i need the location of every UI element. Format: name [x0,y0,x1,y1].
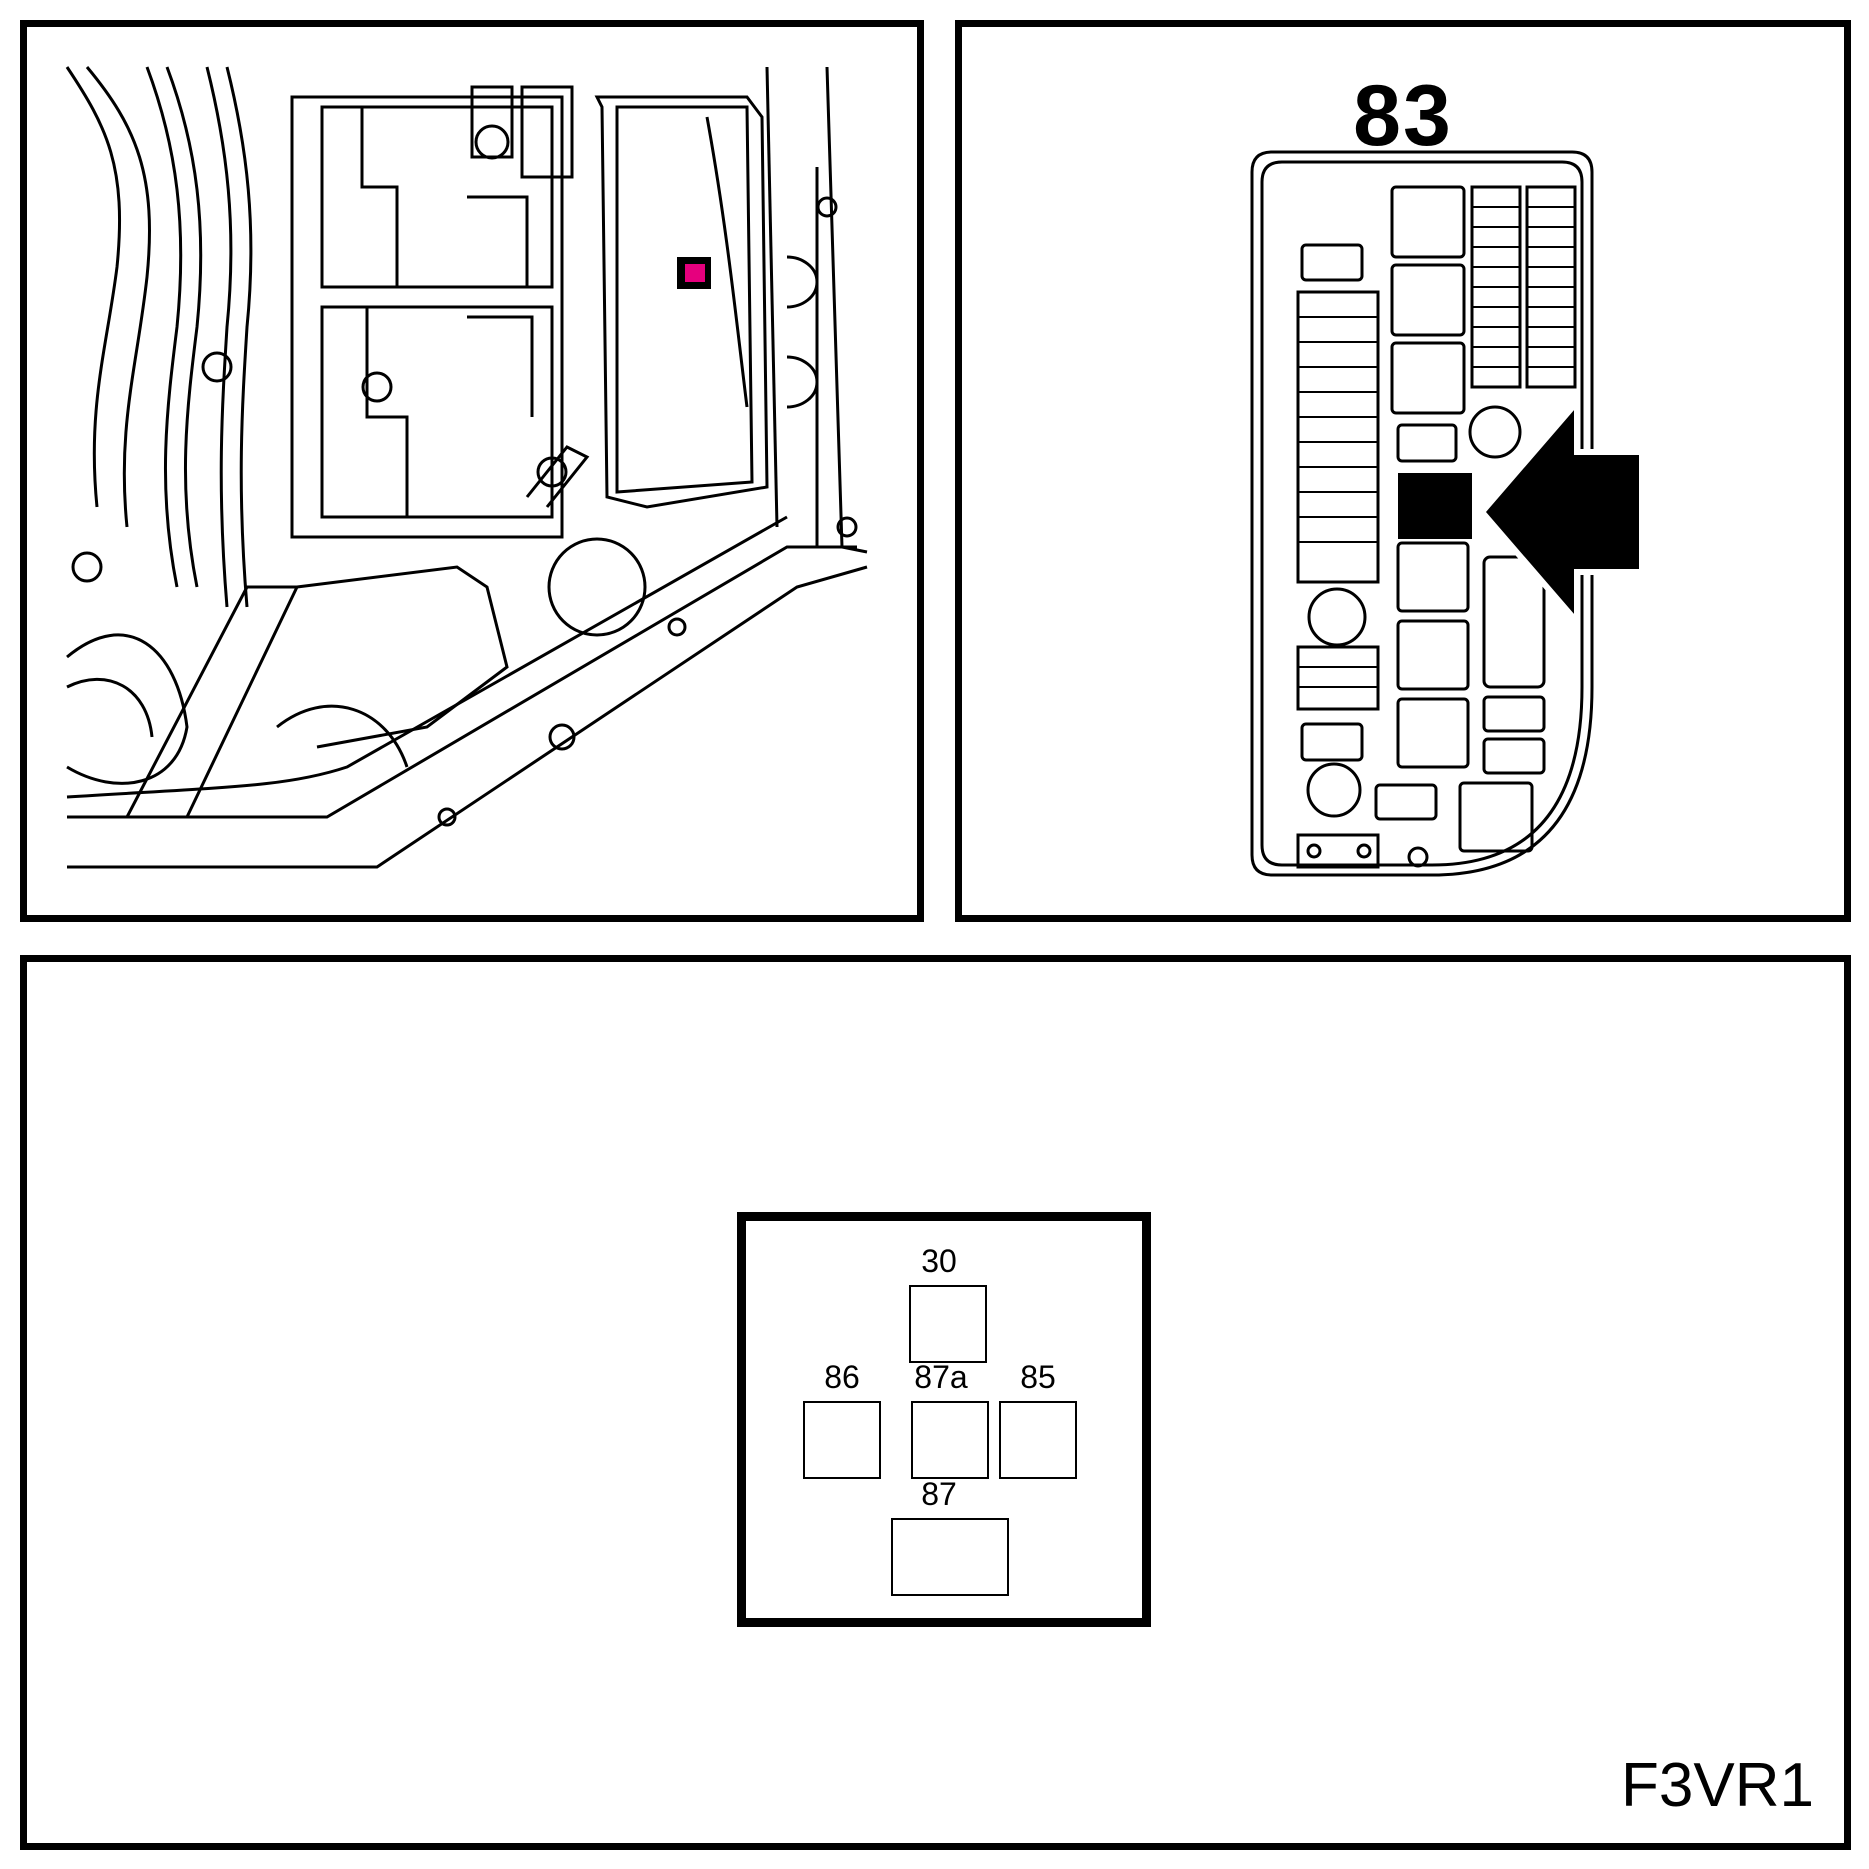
chassis-rail-outer [67,565,868,869]
block-number: 83 [1353,68,1453,164]
terminal-85 [999,1401,1077,1479]
arrow-left-icon [1478,393,1645,631]
terminal-87-label: 87 [921,1476,957,1512]
fuse-box-panel: 83 [955,20,1851,922]
terminal-30-label: 30 [921,1243,957,1279]
highlighted-relay [1398,473,1472,539]
chassis-rail-lower [67,545,857,819]
engine-bay-drawing [65,66,868,869]
terminal-85-label: 85 [1020,1359,1056,1395]
terminal-30 [909,1285,987,1363]
terminal-86 [803,1401,881,1479]
terminal-87 [891,1518,1009,1596]
diagram-code: F3VR1 [1621,1751,1814,1820]
terminal-87a-label: 87a [914,1359,968,1395]
relay-socket-outline: 30 86 87a 85 87 [737,1212,1151,1627]
relay-highlight [685,264,705,282]
relay-pinout-panel: 30 86 87a 85 87 F3VR1 [20,955,1851,1850]
terminal-86-label: 86 [824,1359,860,1395]
fuse-box-layout [1250,150,1645,877]
terminal-87a [911,1401,989,1479]
fuse-box-outline [1250,150,1594,877]
engine-bay-panel [20,20,924,922]
